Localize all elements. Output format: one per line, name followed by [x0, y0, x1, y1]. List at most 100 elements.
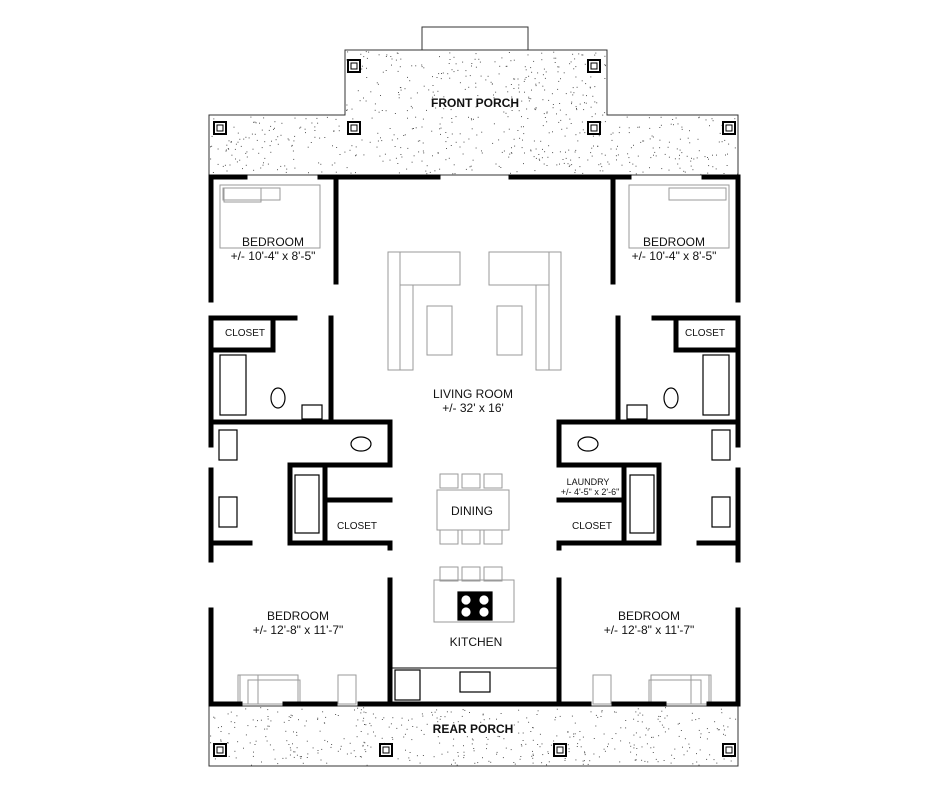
stipple-dot	[618, 132, 620, 134]
stipple-dot	[632, 163, 634, 165]
stipple-dot	[437, 152, 439, 154]
stipple-dot	[595, 52, 597, 54]
stipple-dot	[689, 142, 691, 144]
stipple-dot	[726, 165, 728, 166]
stipple-dot	[531, 755, 533, 757]
stipple-dot	[544, 77, 546, 79]
stipple-dot	[601, 711, 603, 713]
stipple-dot	[517, 78, 519, 80]
stipple-dot	[541, 52, 543, 54]
stipple-dot	[616, 159, 617, 161]
stipple-dot	[437, 152, 439, 154]
stipple-dot	[604, 154, 606, 156]
stipple-dot	[637, 720, 639, 722]
stipple-dot	[306, 757, 308, 758]
stipple-dot	[513, 59, 515, 61]
stipple-dot	[336, 147, 338, 148]
stipple-dot	[451, 118, 453, 119]
stipple-dot	[716, 154, 717, 156]
vanity	[711, 429, 731, 461]
stipple-dot	[719, 132, 721, 134]
stipple-dot	[517, 721, 519, 723]
stipple-dot	[291, 144, 293, 146]
stipple-dot	[554, 62, 556, 63]
stipple-dot	[612, 132, 614, 134]
stipple-dot	[620, 727, 622, 729]
bar-stool	[483, 566, 503, 582]
stipple-dot	[214, 717, 216, 719]
stipple-dot	[331, 164, 333, 166]
stipple-dot	[228, 140, 230, 142]
stipple-dot	[270, 720, 272, 722]
stipple-dot	[523, 80, 525, 82]
stipple-dot	[577, 140, 579, 142]
stipple-dot	[463, 754, 465, 756]
burner-icon	[479, 595, 489, 605]
front-porch-label: FRONT PORCH	[431, 96, 519, 110]
stipple-dot	[401, 717, 403, 719]
stipple-dot	[434, 711, 436, 713]
coffee-table	[496, 305, 523, 356]
stipple-dot	[455, 116, 457, 118]
stipple-dot	[480, 75, 482, 77]
stipple-dot	[538, 154, 540, 155]
stipple-dot	[542, 85, 544, 87]
stipple-dot	[404, 88, 406, 90]
stipple-dot	[320, 759, 322, 761]
stipple-dot	[277, 136, 279, 138]
stipple-dot	[366, 77, 368, 78]
stipple-dot	[698, 764, 700, 766]
stipple-dot	[449, 59, 451, 60]
stipple-dot	[535, 148, 537, 150]
stipple-dot	[261, 129, 263, 131]
stipple-dot	[378, 54, 380, 56]
stipple-dot	[672, 119, 674, 120]
stipple-dot	[475, 86, 477, 88]
stipple-dot	[239, 138, 241, 140]
stipple-dot	[691, 712, 693, 714]
stipple-dot	[357, 90, 359, 92]
stipple-dot	[604, 78, 606, 79]
stipple-dot	[604, 750, 606, 752]
stipple-dot	[723, 725, 725, 727]
stipple-dot	[552, 131, 553, 133]
stipple-dot	[535, 157, 537, 159]
stipple-dot	[293, 158, 295, 160]
stipple-dot	[712, 166, 714, 168]
stipple-dot	[224, 164, 226, 166]
stipple-dot	[552, 104, 554, 105]
stipple-dot	[490, 81, 492, 83]
stipple-dot	[708, 732, 710, 733]
stipple-dot	[496, 751, 498, 753]
stipple-dot	[355, 146, 357, 148]
stipple-dot	[293, 751, 295, 753]
stipple-dot	[485, 79, 487, 81]
stove-icon	[457, 591, 493, 621]
stipple-dot	[396, 52, 398, 54]
stipple-dot	[352, 118, 354, 120]
stipple-dot	[471, 128, 473, 130]
stipple-dot	[423, 85, 425, 87]
stipple-dot	[591, 116, 593, 118]
stipple-dot	[400, 147, 402, 149]
stipple-dot	[474, 58, 476, 60]
stipple-dot	[475, 82, 477, 84]
stipple-dot	[264, 141, 266, 143]
stipple-dot	[518, 84, 520, 86]
stipple-dot	[595, 714, 597, 716]
stipple-dot	[592, 135, 594, 137]
stipple-dot	[449, 52, 451, 54]
stipple-dot	[499, 65, 501, 67]
stipple-dot	[339, 154, 341, 155]
stipple-dot	[404, 733, 406, 735]
stipple-dot	[510, 106, 512, 108]
stipple-dot	[211, 135, 213, 137]
stipple-dot	[325, 716, 327, 718]
stipple-dot	[230, 141, 232, 142]
stipple-dot	[535, 107, 537, 109]
stipple-dot	[708, 158, 709, 160]
stipple-dot	[525, 69, 527, 71]
stipple-dot	[450, 145, 452, 146]
stipple-dot	[559, 163, 560, 165]
stipple-dot	[482, 713, 484, 715]
